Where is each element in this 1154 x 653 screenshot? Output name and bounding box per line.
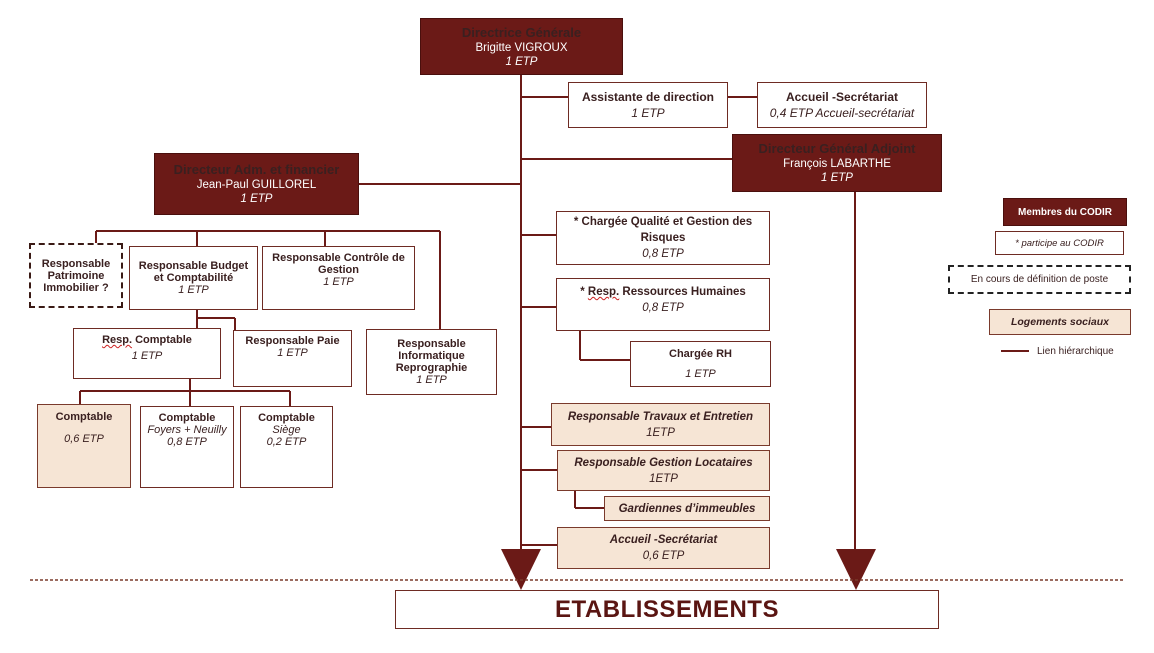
dga-name: François LABARTHE <box>783 158 891 170</box>
box-directeur-general-adjoint: Directeur Général Adjoint François LABAR… <box>732 134 942 192</box>
resp-comptable-title: Resp. Comptable <box>102 334 192 346</box>
charge-rh-title: Chargée RH <box>669 348 732 360</box>
assistante-title: Assistante de direction <box>581 90 715 104</box>
qualite-etp: 0,8 ETP <box>642 248 684 260</box>
dg-name: Brigitte VIGROUX <box>475 41 568 54</box>
dga-etp: 1 ETP <box>821 172 853 184</box>
accueil-top-etp: 0,4 ETP Accueil-secrétariat <box>769 106 915 120</box>
box-resp-comptable: Resp. Comptable 1 ETP <box>73 328 221 379</box>
rh-title-b: Resp. <box>587 286 620 298</box>
box-comptable-1: Comptable 0,6 ETP <box>37 404 131 488</box>
gardiennes-title: Gardiennes d’immeubles <box>618 502 756 515</box>
comptable1-etp: 0,6 ETP <box>64 433 104 445</box>
legend-line-swatch <box>1001 350 1029 352</box>
controle-title: Responsable Contrôle de Gestion <box>272 252 405 276</box>
comptable1-title: Comptable <box>55 411 113 423</box>
charge-rh-etp: 1 ETP <box>685 368 716 380</box>
locataires-etp: 1ETP <box>649 472 678 485</box>
locataires-title: Responsable Gestion Locataires <box>574 456 753 469</box>
box-responsable-gestion-locataires: Responsable Gestion Locataires 1ETP <box>557 450 770 491</box>
daf-name: Jean-Paul GUILLOREL <box>196 179 317 191</box>
box-chargee-qualite: * Chargée Qualité et Gestion des Risques… <box>556 211 770 265</box>
informatique-title: Responsable Informatique Reprographie <box>395 338 468 374</box>
paie-title: Responsable Paie <box>245 335 340 347</box>
box-responsable-travaux: Responsable Travaux et Entretien 1ETP <box>551 403 770 446</box>
comptable2-sub: Foyers + Neuilly <box>147 424 227 436</box>
daf-etp: 1 ETP <box>240 193 273 205</box>
box-comptable-3: Comptable Siège 0,2 ETP <box>240 406 333 488</box>
accueil-bottom-title: Accueil -Secrétariat <box>609 534 718 546</box>
comptable3-title: Comptable <box>258 412 315 424</box>
box-responsable-paie: Responsable Paie 1 ETP <box>233 330 352 387</box>
box-accueil-secretariat-bottom: Accueil -Secrétariat 0,6 ETP <box>557 527 770 569</box>
box-gardiennes-immeubles: Gardiennes d’immeubles <box>604 496 770 521</box>
comptable3-etp: 0,2 ETP <box>266 436 307 448</box>
rh-title-c: Ressources Humaines <box>619 286 746 298</box>
box-chargee-rh: Chargée RH 1 ETP <box>630 341 771 387</box>
rh-title-a: * <box>580 286 588 298</box>
budget-etp: 1 ETP <box>178 284 209 296</box>
resp-comptable-title-a: Resp. <box>102 334 133 346</box>
resp-comptable-etp: 1 ETP <box>131 350 163 362</box>
rh-title: * Resp. Ressources Humaines <box>580 284 746 300</box>
comptable2-title: Comptable <box>158 412 216 424</box>
daf-title: Directeur Adm. et financier <box>173 162 340 177</box>
rh-etp: 0,8 ETP <box>642 302 684 314</box>
informatique-etp: 1 ETP <box>416 374 447 386</box>
travaux-title: Responsable Travaux et Entretien <box>567 410 754 423</box>
dg-title: Directrice Générale <box>461 24 582 40</box>
legend-logements-sociaux: Logements sociaux <box>989 309 1131 335</box>
controle-etp: 1 ETP <box>323 276 354 288</box>
paie-etp: 1 ETP <box>277 347 308 359</box>
box-assistante-direction: Assistante de direction 1 ETP <box>568 82 728 128</box>
box-responsable-patrimoine: Responsable Patrimoine Immobilier ? <box>29 243 123 308</box>
legend-lien-hierarchique: Lien hiérarchique <box>995 343 1125 359</box>
dga-title: Directeur Général Adjoint <box>758 141 916 156</box>
travaux-etp: 1ETP <box>646 426 675 439</box>
assistante-etp: 1 ETP <box>631 106 665 120</box>
comptable3-sub: Siège <box>272 424 301 436</box>
box-directeur-adm-financier: Directeur Adm. et financier Jean-Paul GU… <box>154 153 359 215</box>
accueil-top-title: Accueil -Secrétariat <box>785 90 899 104</box>
legend-codir: Membres du CODIR <box>1003 198 1127 226</box>
dg-etp: 1 ETP <box>505 55 538 68</box>
legend-participe-codir: * participe au CODIR <box>995 231 1124 255</box>
box-responsable-informatique: Responsable Informatique Reprographie 1 … <box>366 329 497 395</box>
legend-lien-label: Lien hiérarchique <box>1037 345 1114 357</box>
legend-definition-poste: En cours de définition de poste <box>948 265 1131 294</box>
box-responsable-budget: Responsable Budget et Comptabilité 1 ETP <box>129 246 258 310</box>
box-comptable-2: Comptable Foyers + Neuilly 0,8 ETP <box>140 406 234 488</box>
qualite-title: * Chargée Qualité et Gestion des Risques <box>573 216 753 244</box>
accueil-bottom-etp: 0,6 ETP <box>642 550 685 562</box>
box-directrice-generale: Directrice Générale Brigitte VIGROUX 1 E… <box>420 18 623 75</box>
etablissements-box: ETABLISSEMENTS <box>395 590 939 629</box>
resp-comptable-title-b: Comptable <box>132 334 192 346</box>
box-resp-ressources-humaines: * Resp. Ressources Humaines 0,8 ETP <box>556 278 770 331</box>
comptable2-etp: 0,8 ETP <box>167 436 207 448</box>
budget-title: Responsable Budget et Comptabilité <box>138 260 249 284</box>
patrimoine-title: Responsable Patrimoine Immobilier ? <box>41 257 111 294</box>
box-accueil-secretariat-top: Accueil -Secrétariat 0,4 ETP Accueil-sec… <box>757 82 927 128</box>
box-responsable-controle-gestion: Responsable Contrôle de Gestion 1 ETP <box>262 246 415 310</box>
